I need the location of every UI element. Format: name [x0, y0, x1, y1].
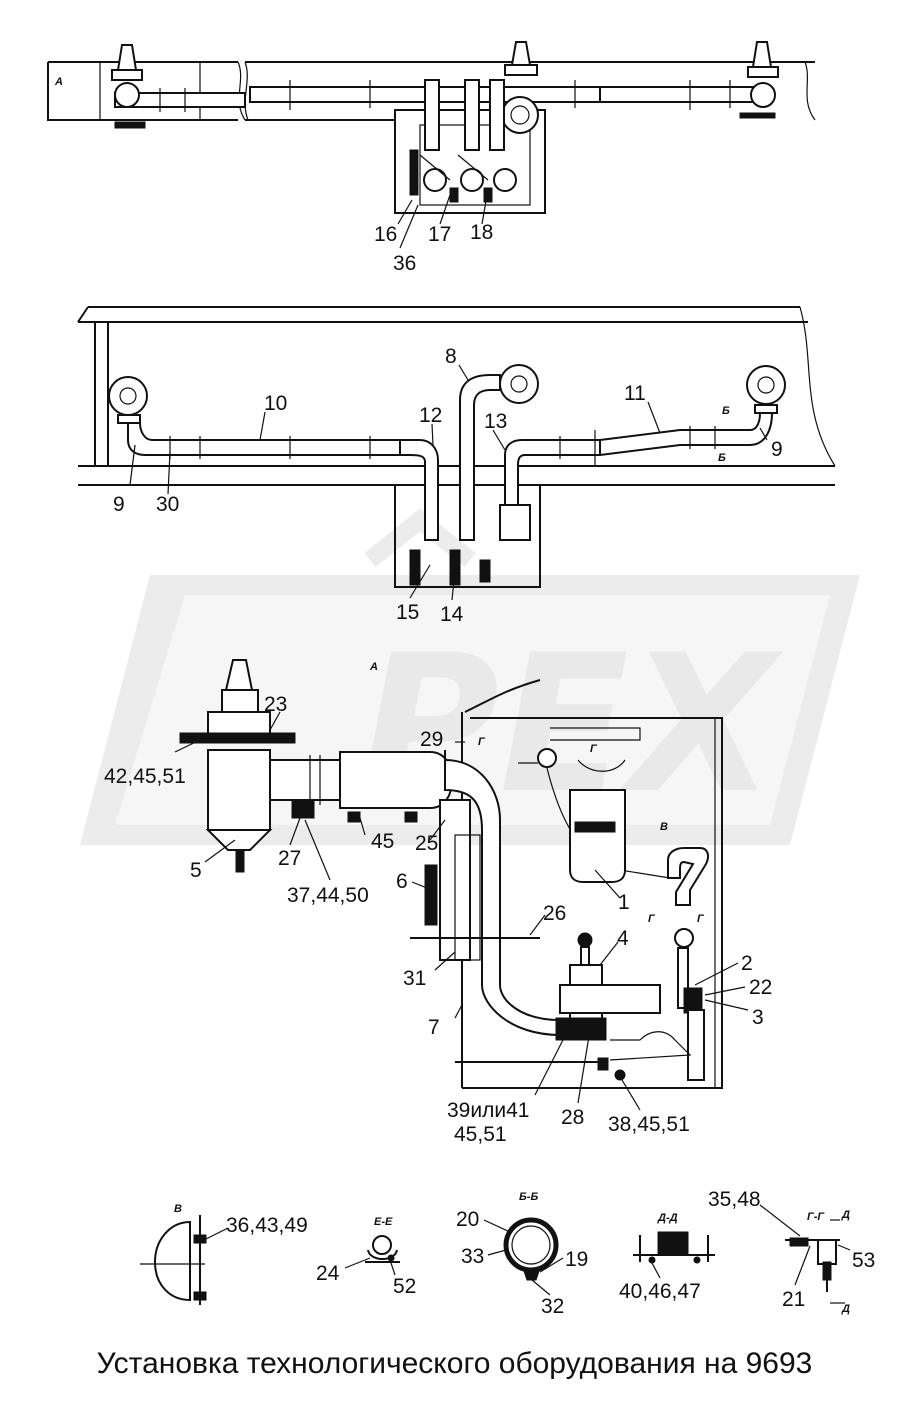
section-d-d-title: Д-Д: [657, 1212, 678, 1224]
drawing-caption: Установка технологического оборудования …: [96, 1347, 813, 1380]
hydrant-left: [111, 44, 146, 129]
callout-10: 10: [264, 392, 287, 415]
callout-26: 26: [543, 902, 566, 925]
callout-7: 7: [428, 1016, 440, 1039]
view-mark-b-top: Б: [722, 405, 730, 417]
mark-g4: Г: [697, 913, 705, 925]
pipe-8: [459, 374, 501, 541]
callout-36-43-49: 36,43,49: [226, 1214, 308, 1237]
hydrant-right: [739, 41, 779, 119]
callout-27: 27: [278, 847, 301, 870]
callout-45-51: 45,51: [454, 1123, 507, 1146]
callout-23: 23: [264, 693, 287, 716]
callout-39-or-41: 39или41: [447, 1099, 529, 1122]
mark-g1: Г: [478, 736, 486, 748]
callout-38-45-51: 38,45,51: [608, 1113, 690, 1136]
mark-g3: Г: [648, 913, 656, 925]
callout-32: 32: [541, 1295, 564, 1318]
section-mark-v: В: [660, 821, 668, 833]
callout-13: 13: [484, 410, 507, 433]
section-g-g-mark-bottom: Д: [841, 1303, 850, 1315]
callout-4: 4: [617, 927, 629, 950]
callout-37-44-50: 37,44,50: [287, 884, 369, 907]
hydrant-center: [501, 41, 539, 134]
section-e-e-title: Е-Е: [374, 1216, 393, 1228]
top-view: А 16 17 18 36: [47, 41, 816, 275]
section-g-g-title: Г-Г: [807, 1211, 825, 1223]
mark-g2: Г: [590, 743, 598, 755]
callout-29: 29: [420, 728, 443, 751]
flange-right: [746, 365, 786, 414]
section-v-title: В: [174, 1203, 182, 1215]
callout-25: 25: [415, 832, 438, 855]
callout-40-46-47: 40,46,47: [619, 1280, 701, 1303]
callout-19: 19: [565, 1248, 588, 1271]
callout-22: 22: [749, 976, 772, 999]
callout-36-top: 36: [393, 252, 416, 275]
view-mark-a-detail: А: [369, 661, 378, 673]
callout-42-45-51: 42,45,51: [104, 765, 186, 788]
callout-16: 16: [374, 223, 397, 246]
callout-8: 8: [445, 345, 457, 368]
callout-2: 2: [741, 952, 753, 975]
section-g-g-mark-top: Д: [841, 1209, 850, 1221]
flange-center: [499, 364, 539, 404]
callout-9-left: 9: [113, 493, 125, 516]
callout-5: 5: [190, 859, 202, 882]
callout-12: 12: [419, 404, 442, 427]
callout-45: 45: [371, 830, 394, 853]
callout-52: 52: [393, 1275, 416, 1298]
callout-15: 15: [396, 601, 419, 624]
view-mark-a-top: А: [54, 76, 63, 88]
section-d-d: Д-Д 40,46,47: [619, 1212, 715, 1303]
section-b-b: Б-Б 20 33 19 32: [456, 1191, 588, 1318]
callout-30: 30: [156, 493, 179, 516]
pipe-11: [599, 412, 774, 457]
flange-left: [108, 376, 148, 424]
callout-35-48: 35,48: [708, 1188, 761, 1211]
hydrant-5: [179, 659, 296, 873]
callout-21: 21: [782, 1288, 805, 1311]
pumps-top: [409, 79, 517, 203]
callout-9-right: 9: [771, 438, 783, 461]
detail-view-a: А Г Г Г Г В 23 29 42,45,51 45 27 25 5 37…: [104, 659, 772, 1146]
section-e-e: Е-Е 24 52: [316, 1216, 416, 1298]
callout-18: 18: [470, 221, 493, 244]
callout-33: 33: [461, 1245, 484, 1268]
section-g-g: Г-Г Д Д 35,48 21 53: [708, 1188, 875, 1315]
view-mark-b-bottom: Б: [718, 452, 726, 464]
section-b-b-title: Б-Б: [519, 1191, 538, 1203]
callout-20: 20: [456, 1208, 479, 1231]
unit-4: [555, 932, 661, 1041]
callout-31: 31: [403, 967, 426, 990]
middle-view: Б Б 8 10 11 12 13 9 9 30 15 14: [77, 306, 836, 626]
unit-1: [569, 789, 626, 883]
callout-6: 6: [396, 870, 408, 893]
callout-24: 24: [316, 1262, 340, 1285]
pipe-10: [127, 422, 401, 456]
callout-28: 28: [561, 1106, 584, 1129]
callout-53: 53: [852, 1249, 875, 1272]
callout-1: 1: [618, 891, 630, 914]
callout-14: 14: [440, 603, 464, 626]
callout-3: 3: [752, 1006, 764, 1029]
section-v: В 36,43,49: [140, 1203, 308, 1305]
callout-11: 11: [624, 382, 646, 405]
callout-17: 17: [428, 223, 451, 246]
